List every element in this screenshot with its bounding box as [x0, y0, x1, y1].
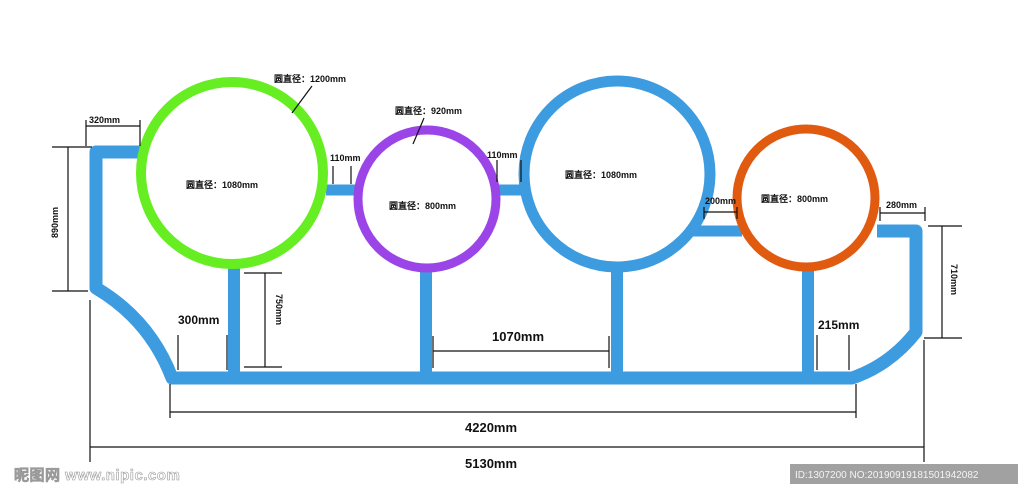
dim-left-height: 890mm — [50, 207, 60, 238]
leader-c2 — [412, 117, 425, 145]
watermark-id: ID:1307200 NO:20190919181501942082 — [795, 470, 979, 481]
c2-inner-label: 圆直径：800mm — [389, 200, 456, 211]
dim-right-post-spacing: 215mm — [818, 318, 859, 332]
dim-right-top-width: 280mm — [886, 200, 917, 210]
c4-inner-label: 圆直径：800mm — [761, 193, 828, 204]
watermark-id-background — [790, 464, 1018, 484]
c2-outer-label: 圆直径：920mm — [395, 105, 462, 116]
dim-post-height: 750mm — [274, 294, 284, 325]
dim-left-post-spacing: 300mm — [178, 313, 219, 327]
c1-outer-label: 圆直径：1200mm — [274, 73, 346, 84]
circle-blue — [518, 75, 716, 273]
dim-total-width: 5130mm — [465, 456, 517, 471]
dim-post-spacing: 1070mm — [492, 329, 544, 344]
frame — [89, 145, 923, 385]
c1-inner-label: 圆直径：1080mm — [186, 179, 258, 190]
dim-bottom-width: 4220mm — [465, 420, 517, 435]
dimension-lines — [52, 120, 962, 462]
dim-ledge: 200mm — [705, 196, 736, 206]
dim-right-height: 710mm — [949, 264, 959, 295]
c3-inner-label: 圆直径：1080mm — [565, 169, 637, 180]
frame-outline — [89, 145, 923, 385]
circle-purple — [353, 125, 501, 273]
dim-gap-1: 110mm — [330, 153, 361, 163]
leader-c1 — [291, 85, 313, 114]
dim-gap-2: 110mm — [487, 150, 518, 160]
dim-left-top-width: 320mm — [89, 115, 120, 125]
circle-green — [136, 77, 328, 269]
watermark-site: 昵图网 www.nipic.com — [14, 467, 180, 484]
circle-orange — [732, 124, 880, 272]
